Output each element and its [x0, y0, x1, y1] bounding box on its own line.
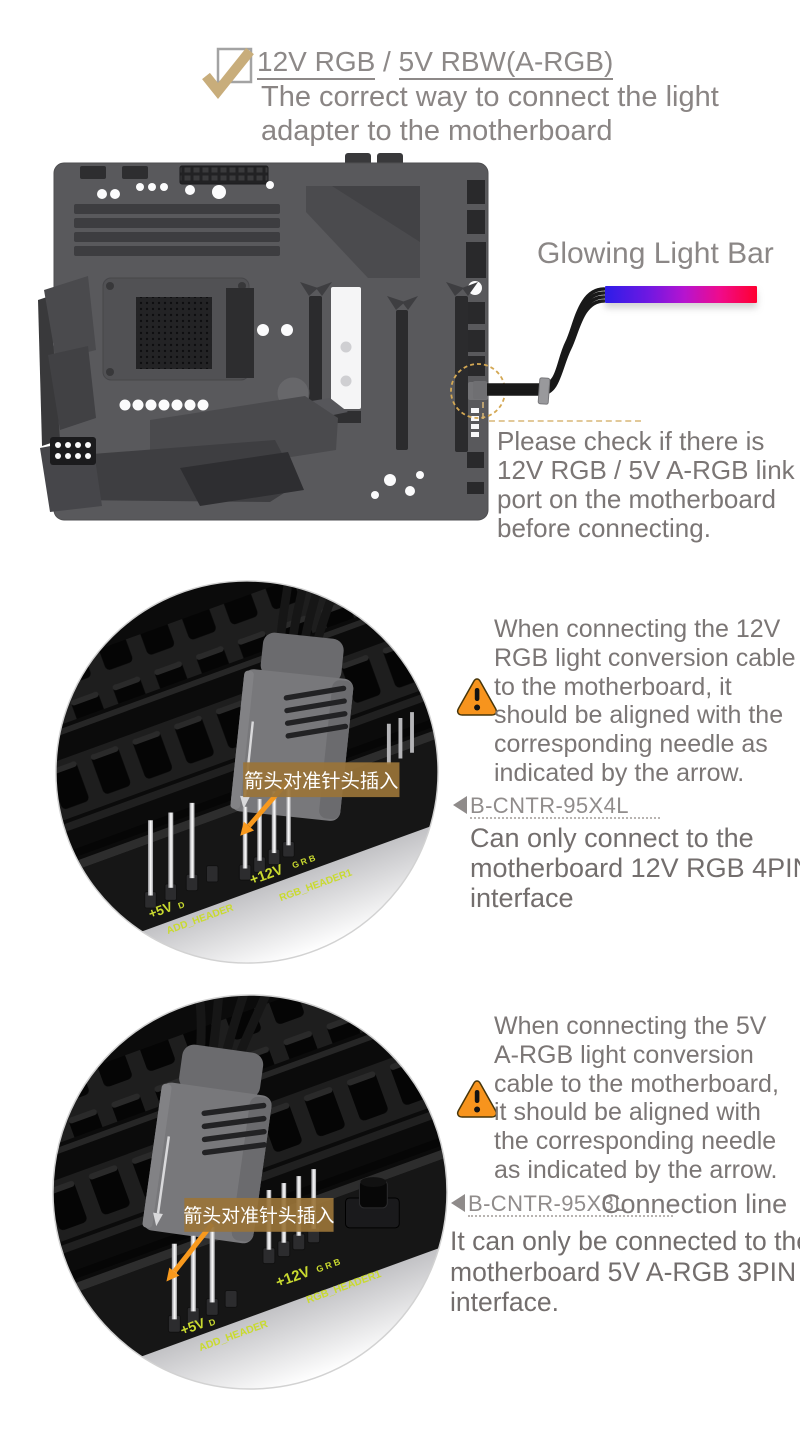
warning-line: When connecting the 5V [494, 1012, 767, 1040]
callout-text: 箭头对准针头插入 [183, 1205, 334, 1227]
photo-5v-connection: +5V D ADD_HEADER +12V G R B RGB_HEADER1 … [52, 994, 448, 1390]
warning-line: it should be aligned with [494, 1098, 761, 1127]
note-line: port on the motherboard [497, 484, 776, 514]
description-line: interface. [450, 1287, 560, 1317]
callout-text: 箭头对准针头插入 [244, 770, 398, 792]
warning-line: should be aligned with the [494, 701, 784, 730]
ram-slots [74, 204, 280, 256]
header-12v-pins [238, 783, 295, 881]
model-label-5v: B-CNTR-95X3L [468, 1191, 673, 1217]
photo-12v-connection: +5V D ADD_HEADER +12V G R B RGB_HEADER1 … [55, 580, 439, 964]
model-suffix: Connection line [601, 1189, 788, 1219]
callout-12v: 箭头对准针头插入 [243, 762, 400, 798]
motherboard-illustration [38, 153, 506, 521]
check-port-note: Please check if there is 12V RGB / 5V A-… [497, 427, 795, 543]
subtitle-line: The correct way to connect the light [261, 81, 719, 113]
note-line: Please check if there is [497, 426, 765, 456]
warning-text-12v: When connecting the 12V RGB light conver… [494, 615, 796, 788]
warning-line: to the motherboard, it [494, 672, 732, 701]
warning-text-5v: When connecting the 5V A-RGB light conve… [494, 1012, 779, 1185]
note-line: 12V RGB / 5V A-RGB link [497, 455, 795, 485]
glowing-light-bar [605, 286, 757, 303]
check-icon [202, 47, 254, 100]
pointer-arrow [172, 1222, 215, 1274]
warning-line: corresponding needle as [494, 730, 768, 759]
warning-line: RGB light conversion cable [494, 643, 796, 672]
warning-line: the corresponding needle [494, 1127, 777, 1156]
note-line: before connecting. [497, 513, 711, 543]
warning-line: as indicated by the arrow. [494, 1155, 778, 1184]
model-number: B-CNTR-95X4L [470, 793, 629, 818]
edge-headers [466, 180, 486, 494]
description-line: It can only be connected to the [450, 1226, 800, 1256]
model-number: B-CNTR-95X3L [468, 1191, 627, 1216]
header-5v-pins [144, 802, 219, 909]
warning-icon [456, 1080, 498, 1118]
page-title: 12V RGB / 5V RBW(A-RGB) [257, 46, 614, 80]
warning-line: indicated by the arrow. [494, 758, 745, 787]
header-5v-pins [167, 1226, 238, 1333]
warning-line: A-RGB light conversion [494, 1040, 754, 1069]
description-12v: Can only connect to the motherboard 12V … [470, 823, 800, 913]
title-link-12v: 12V RGB [257, 46, 376, 80]
title-link-5v: 5V RBW(A-RGB) [398, 46, 614, 80]
warning-line: cable to the motherboard, [494, 1069, 779, 1098]
description-line: interface [470, 883, 574, 913]
warning-line: When connecting the 12V [494, 615, 781, 643]
title-separator: / [375, 46, 399, 77]
light-bar-label: Glowing Light Bar [537, 237, 774, 270]
power-button [345, 1177, 400, 1229]
board-dots [97, 181, 482, 499]
description-5v: It can only be connected to the motherbo… [450, 1226, 800, 1318]
svg-text:D: D [207, 1316, 217, 1328]
callout-5v: 箭头对准针头插入 [183, 1197, 335, 1232]
subtitle-line: adapter to the motherboard [261, 115, 613, 147]
cpu-socket [102, 277, 250, 381]
leader-line-vertical [482, 402, 484, 419]
description-line: motherboard 12V RGB 4PIN [470, 853, 800, 883]
left-pointer-icon [451, 1194, 465, 1212]
svg-text:D: D [177, 899, 186, 911]
left-pointer-icon [453, 796, 467, 814]
light-bar-cable [473, 287, 606, 405]
leader-line-horizontal [489, 420, 641, 422]
page-subtitle: The correct way to connect the light ada… [261, 80, 719, 148]
warning-icon [456, 678, 498, 716]
description-line: motherboard 5V A-RGB 3PIN [450, 1256, 797, 1287]
description-line: Can only connect to the [470, 823, 754, 853]
model-label-12v: B-CNTR-95X4L [470, 793, 660, 819]
